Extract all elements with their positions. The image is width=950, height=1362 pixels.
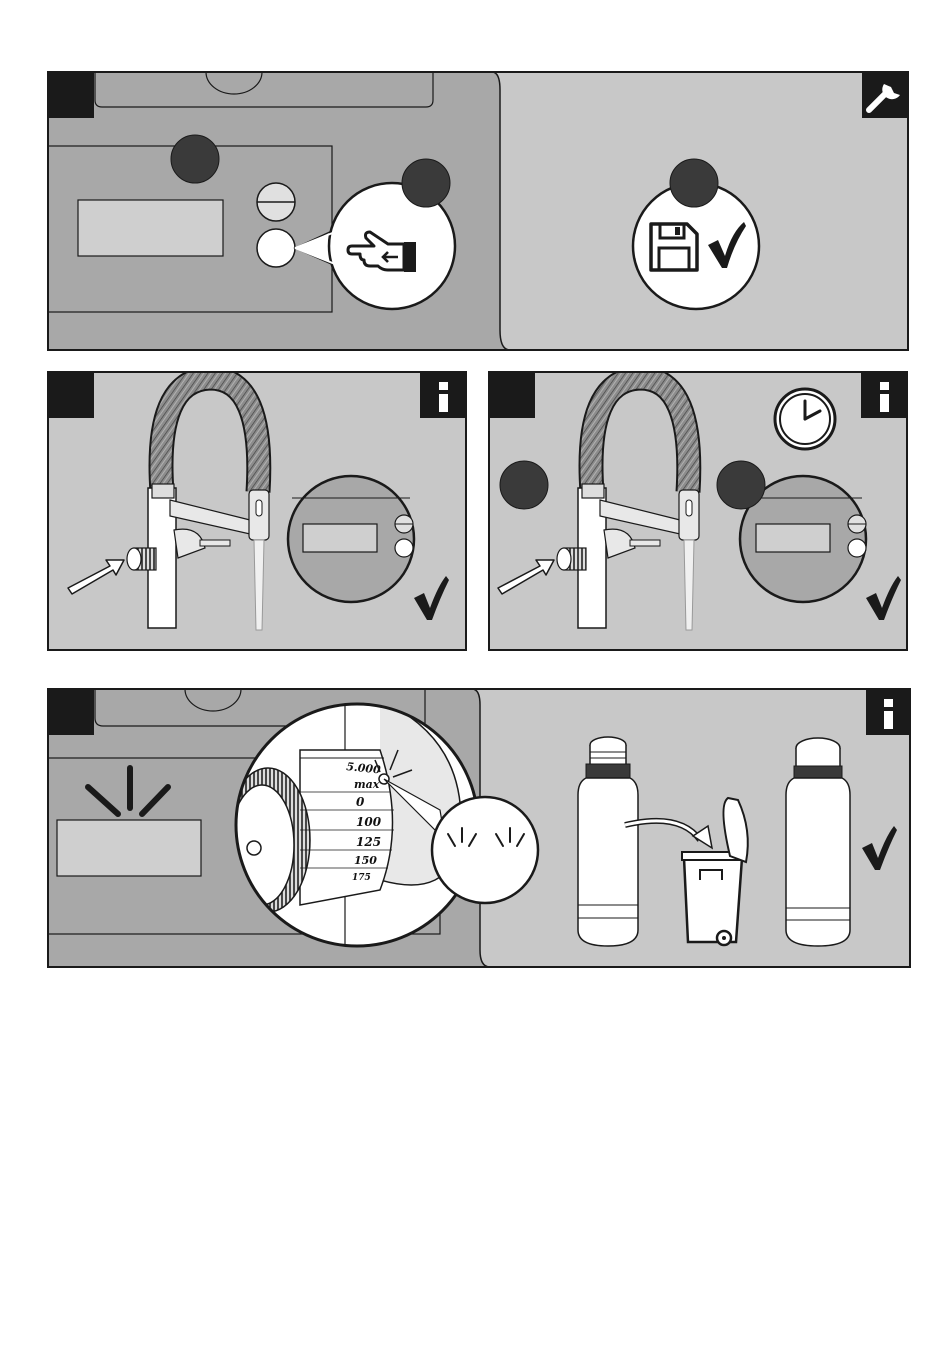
dial-mark: max (354, 778, 380, 791)
step-badge (717, 461, 765, 509)
sink-basin (95, 72, 433, 107)
display-screen (303, 524, 377, 552)
filter-cartridge-new (786, 738, 850, 946)
panel-step-2 (48, 372, 466, 650)
blink-callout (432, 797, 538, 903)
info-icon (880, 382, 889, 412)
step-number-box (489, 372, 535, 418)
panel-step-1 (48, 72, 908, 350)
step-badge (670, 159, 718, 207)
clock-icon (775, 389, 835, 449)
filter-cartridge-old (578, 737, 638, 946)
dial-mark: 100 (356, 815, 382, 829)
step-number-box (48, 72, 94, 118)
save-icon (651, 224, 697, 270)
step-badge (171, 135, 219, 183)
dial-mark: 125 (356, 835, 381, 849)
display-screen (756, 524, 830, 552)
dial-mark: 150 (354, 854, 377, 867)
panel-step-4: 5.000 max 0 100 125 150 175 (48, 689, 910, 967)
step-badge (402, 159, 450, 207)
info-icon (884, 699, 893, 729)
water-stream (254, 540, 264, 630)
step-number-box (48, 689, 94, 735)
step-badge (500, 461, 548, 509)
info-icon (439, 382, 448, 412)
step-number-box (48, 372, 94, 418)
dial-mark: 175 (352, 873, 371, 883)
display-screen (78, 200, 223, 256)
dial-mark: 0 (356, 795, 365, 809)
water-stream (684, 540, 694, 630)
button-lower (257, 229, 295, 267)
panel-step-3 (489, 372, 907, 650)
display-screen (57, 820, 201, 876)
